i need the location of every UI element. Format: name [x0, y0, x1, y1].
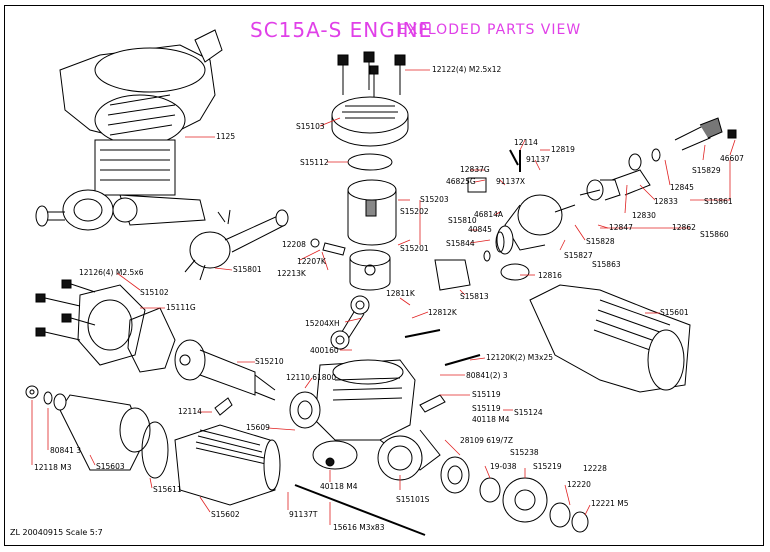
part-label-15609: 15609 [246, 423, 270, 432]
part-label-80841-3: 80841 3 [50, 446, 82, 455]
needle-valve-parts-drawing [579, 117, 737, 201]
part-label-s15603: S15603 [96, 462, 125, 471]
backplate-screws-drawing [35, 279, 96, 341]
muffler-rear-drawing [174, 424, 281, 506]
part-label-12213k: 12213K [277, 269, 306, 278]
part-label-12228: 12228 [583, 464, 607, 473]
part-label-s15101s: S15101S [396, 495, 430, 504]
part-label-s15112: S15112 [300, 158, 329, 167]
muffler-long-bolt-drawing [294, 484, 426, 536]
part-label-40118-b: 40118 M4 [320, 482, 358, 491]
part-label-12830: 12830 [632, 211, 656, 220]
crankcase-drawing [289, 359, 441, 481]
part-label-91137t: 91137T [289, 510, 318, 519]
part-label-15616: 15616 M3x83 [333, 523, 385, 532]
part-label-12118: 12118 M3 [34, 463, 72, 472]
part-label-s15201: S15201 [400, 244, 429, 253]
piston-drawing [349, 249, 391, 291]
cylinder-head-drawing [331, 96, 409, 147]
part-label-s15801: S15801 [233, 265, 262, 274]
part-label-12862: 12862 [672, 223, 696, 232]
part-label-s15124: S15124 [514, 408, 543, 417]
carburetor-right-drawing [434, 149, 576, 291]
drive-hub-drawing [440, 456, 589, 533]
part-label-15204xh: 15204XH [305, 319, 340, 328]
part-label-s15860: S15860 [700, 230, 729, 239]
part-label-12114-a: 12114 [178, 407, 202, 416]
drawing-footer: ZL 20040915 Scale 5:7 [10, 528, 103, 537]
part-label-46814a: 46814A [474, 210, 503, 219]
cylinder-liner-drawing [347, 179, 397, 246]
part-label-12207k: 12207K [297, 257, 326, 266]
part-label-s15119-b: S15119 [472, 404, 501, 413]
part-label-12126: 12126(4) M2.5x6 [79, 268, 144, 277]
part-label-12220: 12220 [567, 480, 591, 489]
muffler-gasket-drawing [141, 421, 169, 479]
engine-title: SC15A-S ENGINE [250, 18, 433, 42]
part-label-12819: 12819 [551, 145, 575, 154]
part-label-46825g: 46825G [446, 177, 476, 186]
part-label-s15863: S15863 [592, 260, 621, 269]
part-label-12221: 12221 M5 [591, 499, 629, 508]
part-label-s15813: S15813 [460, 292, 489, 301]
part-label-12847: 12847 [609, 223, 633, 232]
part-label-s15103: S15103 [296, 122, 325, 131]
part-label-91137x: 91137X [496, 177, 525, 186]
part-label-12208: 12208 [282, 240, 306, 249]
part-label-s15119-a: S15119 [472, 390, 501, 399]
part-label-s15829: S15829 [692, 166, 721, 175]
part-label-12816: 12816 [538, 271, 562, 280]
left-nut-washer-drawing [25, 385, 53, 405]
part-label-12114-b: 12114 [514, 138, 538, 147]
wrist-pin-drawing [310, 238, 346, 256]
part-label-s15219: S15219 [533, 462, 562, 471]
part-label-s15810: S15810 [448, 216, 477, 225]
head-gasket-drawing [347, 153, 393, 171]
part-label-91137: 91137 [526, 155, 550, 164]
backplate-drawing [77, 284, 146, 366]
crankshaft-drawing [174, 339, 276, 401]
part-label-40845: 40845 [468, 225, 492, 234]
part-label-12120k: 12120K(2) M3x25 [486, 353, 554, 362]
part-label-46607: 46607 [720, 154, 744, 163]
part-label-12811k: 12811K [386, 289, 415, 298]
exploded-view-subtitle: EXPLODED PARTS VIEW [398, 22, 582, 38]
part-label-12812k: 12812K [428, 308, 457, 317]
part-label-s15611: S15611 [153, 485, 182, 494]
part-label-28109: 28109 619/7Z [460, 436, 513, 445]
part-label-s15102: S15102 [140, 288, 169, 297]
part-label-s15601: S15601 [660, 308, 689, 317]
part-label-s15828: S15828 [586, 237, 615, 246]
connecting-rod-drawing [330, 295, 370, 350]
part-label-400160: 400160 [310, 346, 339, 355]
part-label-12833: 12833 [654, 197, 678, 206]
muffler-right-drawing [529, 284, 691, 393]
part-label-s15827: S15827 [564, 251, 593, 260]
sheet-border [4, 5, 764, 546]
misc-bolts-drawing [214, 329, 481, 467]
part-label-s15210: S15210 [255, 357, 284, 366]
part-label-s15203: S15203 [420, 195, 449, 204]
part-label-12845: 12845 [670, 183, 694, 192]
part-label-80841-2: 80841(2) 3 [466, 371, 508, 380]
part-label-19-038: 19-038 [490, 462, 517, 471]
part-label-s15602: S15602 [211, 510, 240, 519]
assembled-engine-drawing [35, 29, 223, 231]
part-label-15111g: 15111G [166, 303, 196, 312]
part-label-40118-a: 40118 M4 [472, 415, 510, 424]
leader-lines [31, 69, 736, 525]
part-label-1125: 1125 [216, 132, 236, 141]
part-label-s15202: S15202 [400, 207, 429, 216]
part-label-s15238: S15238 [510, 448, 539, 457]
part-label-12122: 12122(4) M2.5x12 [432, 65, 502, 74]
part-label-s15861: S15861 [704, 197, 733, 206]
part-label-12110: 12110 61800 [286, 373, 337, 382]
head-screws-drawing [337, 51, 406, 100]
part-label-12837g: 12837G [460, 165, 490, 174]
part-label-s15844: S15844 [446, 239, 475, 248]
small-carburetor-drawing [184, 209, 289, 281]
muffler-front-drawing [53, 393, 151, 471]
